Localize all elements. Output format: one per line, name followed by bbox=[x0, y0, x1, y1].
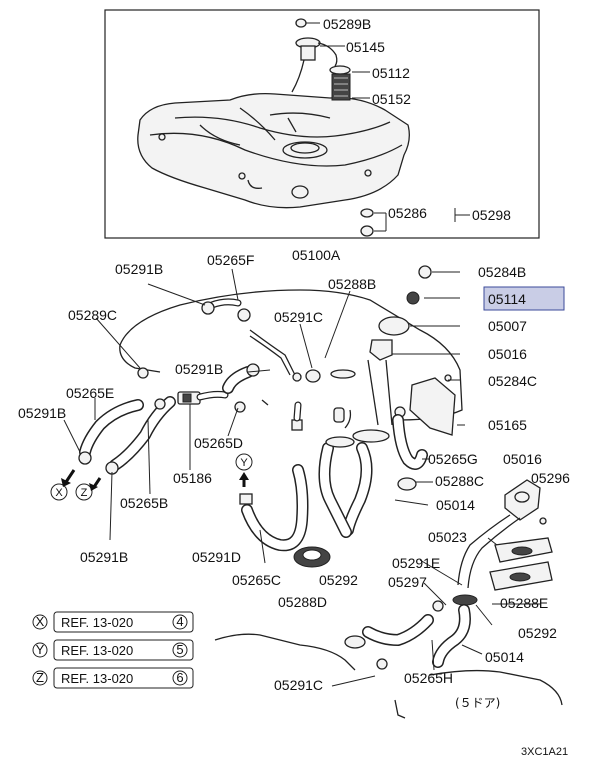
callout-05291B-3[interactable]: 05291B bbox=[18, 405, 66, 421]
fuel-pump-assembly bbox=[291, 18, 351, 101]
callout-05291D[interactable]: 05291D bbox=[192, 549, 241, 565]
svg-text:X: X bbox=[36, 614, 45, 629]
callout-05284C[interactable]: 05284C bbox=[488, 373, 537, 389]
callout-05289C[interactable]: 05289C bbox=[68, 307, 117, 323]
callout-05284B[interactable]: 05284B bbox=[478, 264, 526, 280]
callout-05265E[interactable]: 05265E bbox=[66, 385, 114, 401]
svg-text:Y: Y bbox=[36, 642, 45, 657]
callout-05007[interactable]: 05007 bbox=[488, 318, 527, 334]
reference-row-y[interactable]: Y REF. 13-020 5 bbox=[32, 639, 194, 661]
marker-z[interactable]: Z bbox=[75, 483, 93, 501]
callout-05265B[interactable]: 05265B bbox=[120, 495, 168, 511]
svg-text:5: 5 bbox=[176, 642, 183, 657]
ref-markers: Y X Z bbox=[50, 453, 253, 501]
sheet-code: 3XC1A21 bbox=[521, 746, 568, 758]
svg-text:6: 6 bbox=[176, 670, 183, 685]
callout-05288D[interactable]: 05288D bbox=[278, 594, 327, 610]
svg-text:REF. 13-020: REF. 13-020 bbox=[61, 615, 133, 630]
marker-y[interactable]: Y bbox=[235, 453, 253, 471]
callout-05014-1[interactable]: 05014 bbox=[436, 497, 475, 513]
filler-and-hose-assembly bbox=[63, 265, 563, 719]
callout-05291C-2[interactable]: 05291C bbox=[274, 677, 323, 693]
highlight-box-05114 bbox=[483, 286, 565, 311]
callout-05291B-2[interactable]: 05291B bbox=[175, 361, 223, 377]
callout-05152[interactable]: 05152 bbox=[372, 91, 411, 107]
svg-text:4: 4 bbox=[176, 614, 183, 629]
callout-05112[interactable]: 05112 bbox=[372, 65, 410, 81]
callout-05265D[interactable]: 05265D bbox=[194, 435, 243, 451]
callout-05291B-1[interactable]: 05291B bbox=[115, 261, 163, 277]
callout-05291E[interactable]: 05291E bbox=[392, 555, 440, 571]
callout-05291B-4[interactable]: 05291B bbox=[80, 549, 128, 565]
marker-x[interactable]: X bbox=[50, 483, 68, 501]
callout-05023[interactable]: 05023 bbox=[428, 529, 467, 545]
callout-05186[interactable]: 05186 bbox=[173, 470, 212, 486]
callout-05265F[interactable]: 05265F bbox=[207, 252, 254, 268]
callout-labels: 05289B 05145 05112 05152 05286 05298 051… bbox=[18, 16, 570, 693]
callout-05298[interactable]: 05298 bbox=[472, 207, 511, 223]
reference-row-x[interactable]: X REF. 13-020 4 bbox=[32, 611, 194, 633]
callout-05265H[interactable]: 05265H bbox=[404, 670, 453, 686]
callout-05265G[interactable]: 05265G bbox=[428, 451, 478, 467]
callout-05016-2[interactable]: 05016 bbox=[503, 451, 542, 467]
callout-05292-2[interactable]: 05292 bbox=[518, 625, 557, 641]
callout-05297[interactable]: 05297 bbox=[388, 574, 427, 590]
reference-row-z[interactable]: Z REF. 13-020 6 bbox=[32, 667, 194, 689]
callout-05289B[interactable]: 05289B bbox=[323, 16, 371, 32]
svg-text:X: X bbox=[55, 487, 63, 499]
callout-05100A[interactable]: 05100A bbox=[292, 247, 341, 263]
callout-05114[interactable]: 05114 bbox=[488, 291, 526, 307]
svg-text:REF. 13-020: REF. 13-020 bbox=[61, 643, 133, 658]
callout-05288C[interactable]: 05288C bbox=[435, 473, 484, 489]
callout-05296[interactable]: 05296 bbox=[531, 470, 570, 486]
fuel-tank-shape bbox=[137, 92, 410, 209]
door-note: (５ドア) bbox=[455, 696, 500, 710]
leader-lines bbox=[63, 268, 540, 687]
callout-05286[interactable]: 05286 bbox=[388, 205, 427, 221]
callout-05265C[interactable]: 05265C bbox=[232, 572, 281, 588]
callout-05014-2[interactable]: 05014 bbox=[485, 649, 524, 665]
callout-05145[interactable]: 05145 bbox=[346, 39, 385, 55]
callout-05292-1[interactable]: 05292 bbox=[319, 572, 358, 588]
callout-05016-1[interactable]: 05016 bbox=[488, 346, 527, 362]
fuel-tank-inset bbox=[104, 9, 540, 239]
svg-text:Z: Z bbox=[36, 670, 44, 685]
svg-text:REF. 13-020: REF. 13-020 bbox=[61, 671, 133, 686]
callout-05288B[interactable]: 05288B bbox=[328, 276, 376, 292]
reference-legend: X REF. 13-020 4 Y REF. 13-020 5 Z REF. 1… bbox=[32, 611, 194, 689]
inset-frame bbox=[104, 9, 540, 239]
svg-text:Z: Z bbox=[81, 487, 88, 499]
callout-05291C-1[interactable]: 05291C bbox=[274, 309, 323, 325]
callout-05165[interactable]: 05165 bbox=[488, 417, 527, 433]
svg-text:Y: Y bbox=[240, 457, 248, 469]
callout-05288E[interactable]: 05288E bbox=[500, 595, 548, 611]
